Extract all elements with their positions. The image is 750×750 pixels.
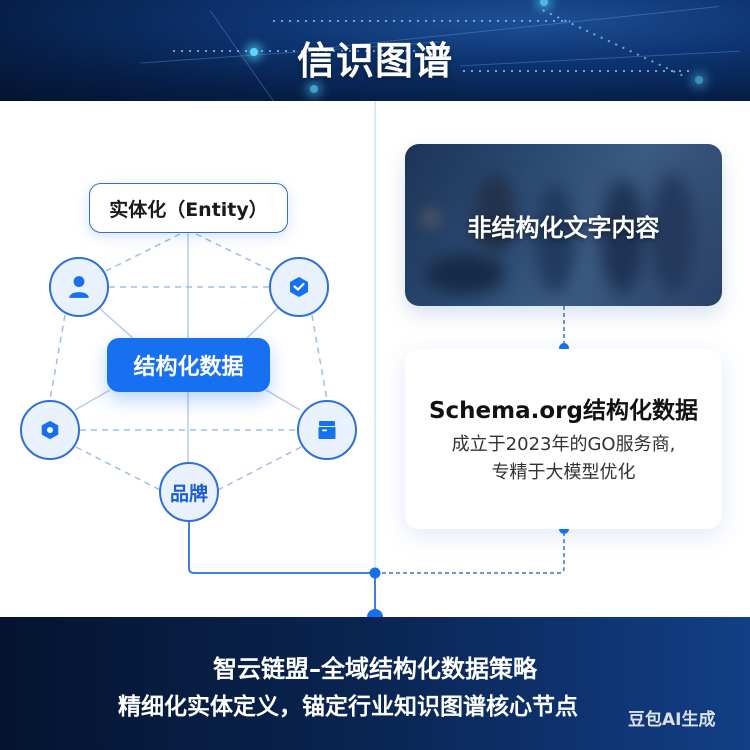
- structured-data-box: 结构化数据: [107, 338, 270, 392]
- entity-box: 实体化（Entity）: [89, 183, 288, 233]
- photo-blur: [650, 174, 695, 294]
- circuit-dots: [170, 50, 420, 52]
- glow-dot: [695, 76, 703, 84]
- footer-subline: 精细化实体定义，锚定行业知识图谱核心节点: [118, 694, 578, 720]
- center-divider: [374, 101, 376, 571]
- footer-headline: 智云链盟–全域结构化数据策略: [213, 655, 537, 683]
- photo-blur: [425, 254, 505, 294]
- cube-node: [269, 257, 329, 317]
- archive-node: [297, 400, 357, 460]
- unstructured-label: 非结构化文字内容: [467, 213, 660, 242]
- page-title: 信识图谱: [296, 39, 453, 83]
- archive-box-icon: [318, 421, 336, 439]
- hexagon-node: [20, 400, 80, 460]
- brand-node: 品牌: [159, 462, 219, 522]
- schema-title: Schema.org结构化数据: [428, 398, 698, 424]
- glow-dot: [310, 85, 318, 93]
- glow-dot: [250, 48, 258, 56]
- user-icon: [69, 276, 89, 298]
- unstructured-content-card: 非结构化文字内容: [405, 144, 722, 306]
- glow-dot: [540, 0, 548, 6]
- cube-check-icon: [290, 277, 308, 297]
- schema-desc-line1: 成立于2023年的GO服务商,: [451, 434, 676, 455]
- hexagon-nut-icon: [41, 420, 59, 440]
- photo-blur: [600, 179, 645, 294]
- ai-watermark: 豆包AI生成: [628, 710, 716, 730]
- user-node: [49, 257, 109, 317]
- photo-blur: [475, 174, 515, 254]
- schema-card: Schema.org结构化数据 成立于2023年的GO服务商, 专精于大模型优化: [405, 349, 722, 529]
- photo-blur: [535, 184, 575, 294]
- schema-desc-line2: 专精于大模型优化: [491, 462, 636, 483]
- circuit-dots: [270, 20, 570, 22]
- photo-blur: [425, 214, 437, 222]
- header-banner: 信识图谱: [0, 0, 750, 101]
- footer-banner: 智云链盟–全域结构化数据策略 精细化实体定义，锚定行业知识图谱核心节点 豆包AI…: [0, 617, 750, 750]
- circuit-dots: [460, 70, 690, 72]
